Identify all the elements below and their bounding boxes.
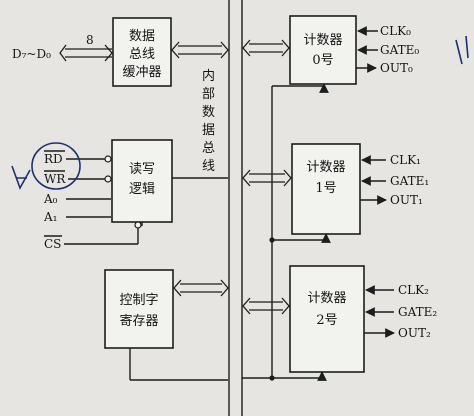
counter-0-bus-arrow [242, 39, 290, 57]
signal-cs: CS [44, 237, 61, 251]
counter-1-out: OUT₁ [390, 193, 423, 207]
counter-2-clk: CLK₂ [398, 283, 429, 297]
signal-a0: A₀ [43, 192, 58, 206]
counter-2-gate: GATE₂ [398, 305, 437, 319]
counter-0-clk: CLK₀ [380, 24, 411, 38]
creg-label-1: 控制字 [119, 293, 158, 308]
counter-2-pins: CLK₂ GATE₂ OUT₂ [364, 283, 437, 340]
control-signals: RD WR A₀ A₁ CS [43, 150, 142, 251]
counter-0-gate: GATE₀ [380, 43, 419, 57]
bus-char-3: 数 [202, 105, 215, 120]
creg-label-2: 寄存器 [119, 313, 158, 329]
bus-char-5: 总 [202, 141, 215, 156]
bus-char-1: 内 [202, 68, 215, 84]
counter-0-label-2: 0号 [312, 53, 333, 68]
counter-1: 计数器 1号 [291, 143, 361, 235]
internal-data-bus [228, 0, 243, 416]
register-bus-arrow [173, 279, 229, 297]
buffer-label-2: 总线 [129, 47, 155, 62]
counter-1-label-1: 计数器 [306, 160, 345, 175]
counter-0-out: OUT₀ [380, 61, 413, 75]
external-data-bus: D₇~D₀ 8 [12, 33, 113, 62]
counter-2: 计数器 2号 [289, 265, 365, 373]
signal-a1: A₁ [43, 210, 57, 224]
rw-label-1: 读写 [129, 162, 155, 177]
counter-2-out: OUT₂ [398, 326, 431, 340]
counter-control-line [269, 83, 331, 381]
rw-label-2: 逻辑 [129, 182, 155, 197]
data-pins-label: D₇~D₀ [12, 47, 51, 61]
bus-char-2: 部 [202, 87, 215, 102]
data-bus-buffer: 数据 总线 缓冲器 [112, 17, 172, 87]
bus-char-6: 线 [202, 159, 215, 174]
signal-wr: WR [44, 172, 66, 186]
counter-1-pins: CLK₁ GATE₁ OUT₁ [360, 153, 429, 207]
bus-char-4: 据 [202, 123, 215, 138]
counter-2-label-1: 计数器 [307, 291, 346, 306]
counter-1-gate: GATE₁ [390, 174, 429, 188]
counter-1-clk: CLK₁ [390, 153, 421, 167]
read-write-logic: 读写 逻辑 [111, 139, 173, 223]
handwritten-annotations [11, 35, 469, 190]
counter-0: 计数器 0号 [289, 15, 357, 85]
buffer-label-3: 缓冲器 [122, 65, 161, 80]
control-word-register: 控制字 寄存器 [104, 269, 174, 349]
buffer-label-1: 数据 [129, 29, 155, 44]
signal-rd: RD [44, 152, 63, 166]
buffer-bus-arrow [171, 41, 229, 59]
counter-0-pins: CLK₀ GATE₀ OUT₀ [356, 24, 419, 75]
counter-0-label-1: 计数器 [303, 33, 342, 48]
internal-bus-label: 内 部 数 据 总 线 [202, 68, 215, 174]
counter-2-bus-arrow [242, 297, 290, 315]
counter-1-bus-arrow [242, 169, 292, 187]
counter-1-label-2: 1号 [315, 181, 336, 196]
counter-2-label-2: 2号 [316, 313, 337, 328]
bus-width-label: 8 [86, 33, 94, 47]
